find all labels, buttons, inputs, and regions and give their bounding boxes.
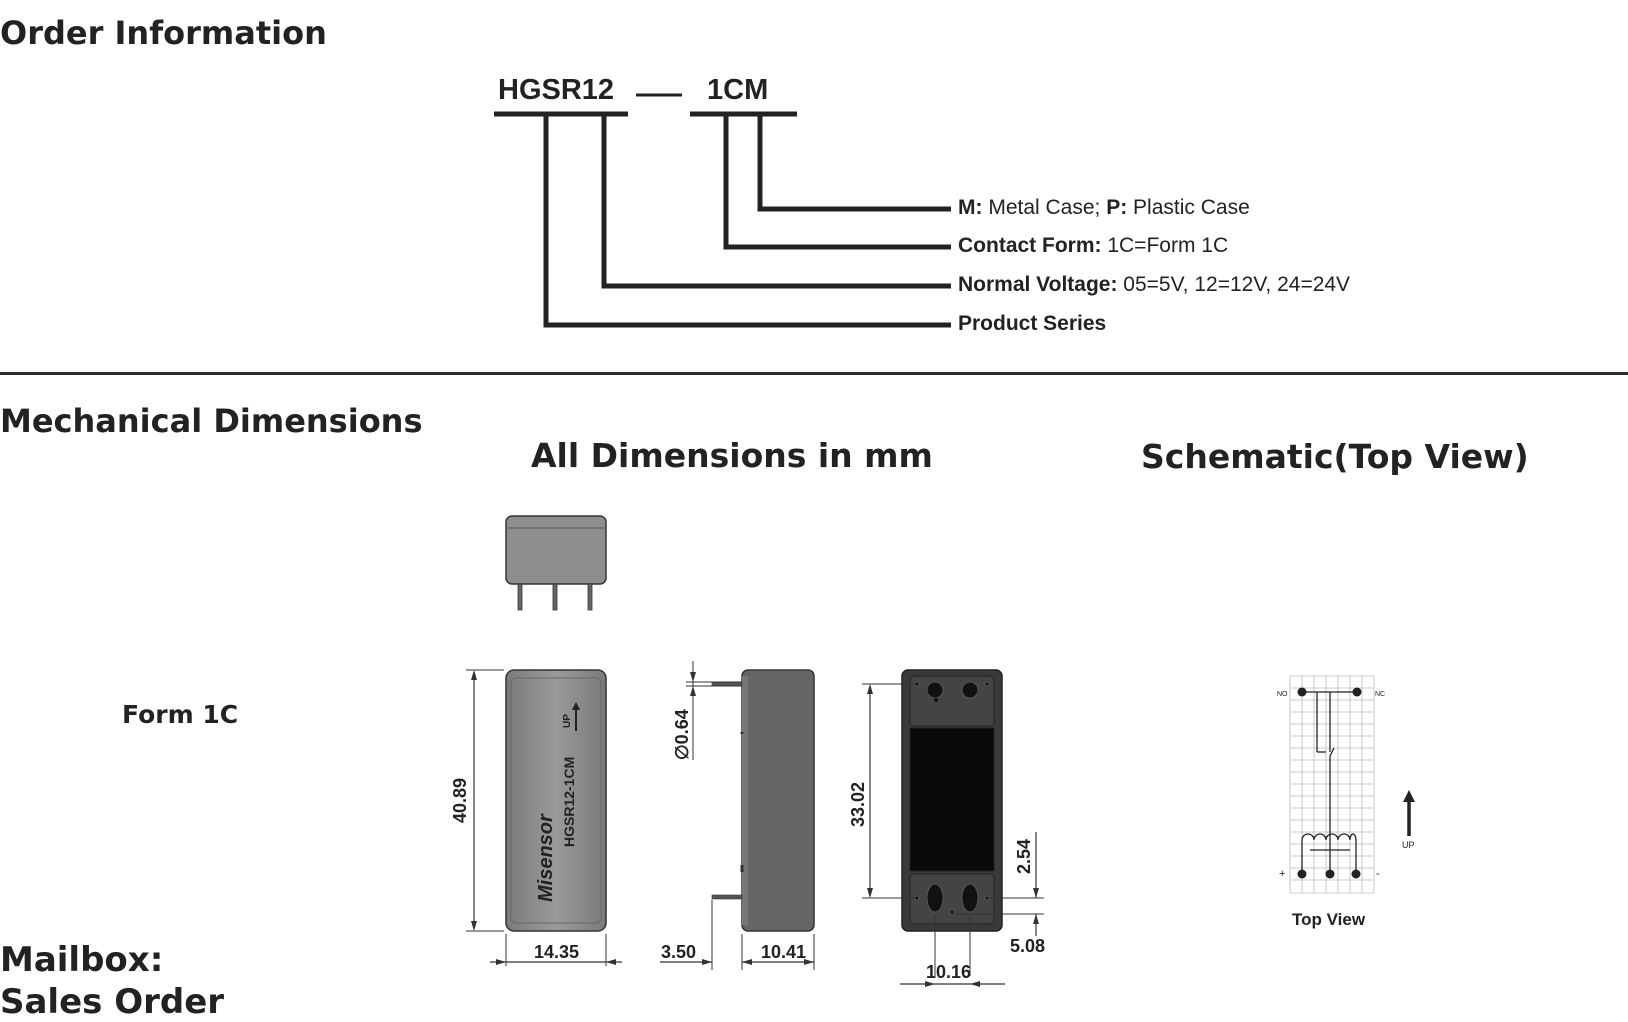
dim-pin-offset: 3.50 10.41 — [660, 900, 815, 970]
schematic-plus-label: + — [1279, 868, 1285, 880]
legend-case-text2: Plastic Case — [1127, 196, 1250, 219]
dimensions-heading: All Dimensions in mm — [531, 436, 933, 475]
dim-pin-pitch-v: 2.54 5.08 — [952, 832, 1045, 956]
legend-contact-key: Contact Form: — [958, 234, 1102, 257]
schematic-minus-label: - — [1376, 868, 1380, 880]
mechanical-drawing: Misensor HGSR12-1CM UP 40.89 14.35 — [450, 515, 1415, 987]
dia-symbol: ∅ — [672, 744, 692, 760]
mechanical-dimensions-title: Mechanical Dimensions — [0, 402, 423, 440]
dia-value: 0.64 — [672, 709, 692, 744]
schematic-nc-label: NC — [1375, 691, 1385, 698]
relay-top-view: Misensor HGSR12-1CM UP — [505, 669, 607, 932]
leader-series — [543, 116, 951, 328]
legend-case-key: M: — [958, 196, 983, 219]
dim-width: 14.35 — [490, 934, 622, 966]
order-code-diagram — [494, 93, 951, 328]
dim-length: 40.89 — [450, 669, 504, 932]
legend-voltage-key: Normal Voltage: — [958, 273, 1118, 296]
schematic-no-label: NO — [1277, 691, 1288, 698]
form-1c-label: Form 1C — [122, 700, 239, 729]
legend-series: Product Series — [958, 312, 1106, 336]
schematic-heading: Schematic(Top View) — [1141, 437, 1529, 476]
code-series: HGSR12 — [498, 74, 615, 106]
legend-voltage: Normal Voltage: 05=5V, 12=12V, 24=24V — [958, 273, 1350, 297]
dim-pin-span-label: 33.02 — [848, 782, 868, 827]
dim-pin-span: 33.02 — [848, 683, 915, 899]
dim-pin-offset-label: 3.50 — [661, 942, 696, 962]
leader-voltage — [601, 116, 951, 289]
schematic-caption: Top View — [1292, 910, 1366, 929]
dim-pin-span-h: 10.16 — [900, 914, 1005, 987]
code-suffix: 1CM — [707, 74, 769, 106]
leader-contact — [723, 116, 951, 250]
dim-pin-dia: ∅0.64 — [672, 661, 742, 760]
dim-height-label: 10.41 — [761, 942, 806, 962]
legend-series-key: Product Series — [958, 312, 1107, 335]
relay-model-text: HGSR12-1CM — [561, 757, 577, 847]
leader-case — [757, 116, 951, 212]
legend-case-text: Metal Case; — [982, 196, 1107, 219]
schematic-diagram: NO NC + - UP Top View — [1277, 675, 1415, 929]
dim-pin-span-h-label: 10.16 — [926, 962, 971, 982]
section-divider — [0, 372, 1628, 375]
legend-contact-text: 1C=Form 1C — [1101, 234, 1229, 257]
legend-voltage-text: 05=5V, 12=12V, 24=24V — [1117, 273, 1351, 296]
relay-up-text: UP — [562, 714, 573, 728]
legend-contact: Contact Form: 1C=Form 1C — [958, 234, 1228, 258]
relay-brand-text: Misensor — [535, 813, 557, 902]
schematic-up-label: UP — [1402, 840, 1415, 850]
dim-width-label: 14.35 — [534, 942, 579, 962]
relay-front-view — [505, 515, 607, 611]
relay-side-view — [711, 669, 815, 932]
order-information-title: Order Information — [0, 14, 327, 52]
dim-pin-dia-label: ∅0.64 — [672, 709, 692, 760]
legend-case-key2: P: — [1106, 196, 1128, 219]
footer-cutoff-text: Sales Order — [0, 982, 225, 1022]
dim-pin-pitch-v-label: 2.54 — [1014, 839, 1034, 874]
mailbox-label: Mailbox: — [0, 940, 164, 980]
relay-bottom-view — [901, 669, 1003, 932]
legend-case: M: Metal Case; P: Plastic Case — [958, 196, 1250, 220]
dim-length-label: 40.89 — [450, 778, 470, 823]
dim-pin-edge-label: 5.08 — [1010, 936, 1045, 956]
